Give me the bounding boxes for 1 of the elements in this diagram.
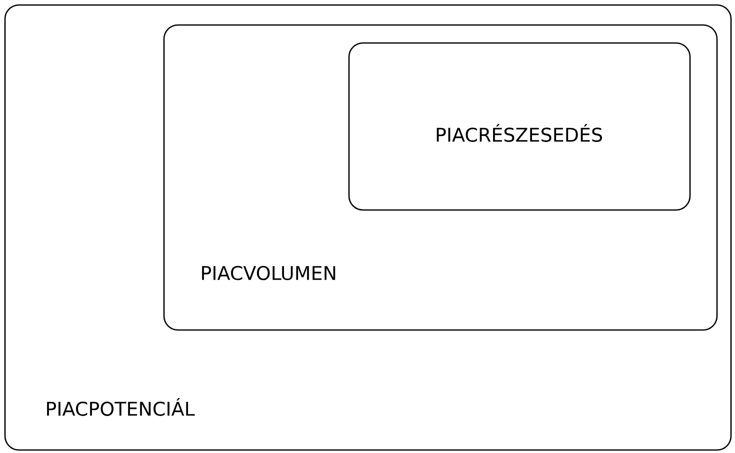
container-box: PIACRÉSZESEDÉS [348, 42, 691, 211]
